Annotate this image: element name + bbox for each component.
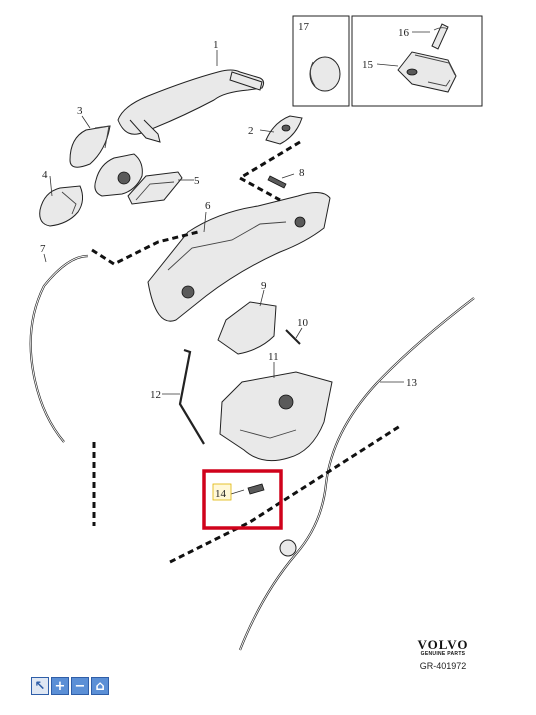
part-6-handle-carrier[interactable] bbox=[147, 192, 331, 322]
part-4-bezel[interactable] bbox=[39, 185, 84, 227]
callout-12: 12 bbox=[150, 389, 161, 401]
leader-lines bbox=[43, 31, 430, 495]
logo-sub: GENUINE PARTS bbox=[420, 651, 466, 657]
callout-8: 8 bbox=[299, 167, 305, 179]
diagram-code: GR-401972 bbox=[419, 661, 467, 671]
part-3-handle-cover[interactable] bbox=[69, 125, 111, 168]
callout-15: 15 bbox=[362, 59, 374, 71]
part-8-bolt[interactable] bbox=[267, 175, 287, 189]
callout-13: 13 bbox=[406, 377, 418, 389]
callout-14-box bbox=[212, 483, 232, 501]
volvo-genuine-parts-logo: VOLVO GENUINE PARTS GR-401972 bbox=[408, 637, 478, 671]
zoom-in-button[interactable]: + bbox=[51, 677, 69, 695]
callout-6: 6 bbox=[205, 200, 211, 212]
callout-5: 5 bbox=[194, 175, 200, 187]
callout-10: 10 bbox=[297, 317, 309, 329]
part-14-screw[interactable] bbox=[247, 483, 265, 495]
part-1-door-handle[interactable] bbox=[117, 69, 265, 143]
callout-3: 3 bbox=[77, 105, 83, 117]
logo-brand: VOLVO bbox=[417, 637, 469, 652]
callout-14: 14 bbox=[215, 488, 227, 500]
part-5-gasket[interactable] bbox=[127, 171, 183, 205]
inset-box-15-16 bbox=[351, 15, 483, 107]
part-17-cap[interactable] bbox=[309, 56, 341, 92]
part-16-screw[interactable] bbox=[431, 23, 449, 50]
callout-2: 2 bbox=[248, 125, 254, 137]
assembly-line bbox=[236, 140, 301, 202]
cursor-icon: ↖ bbox=[34, 678, 46, 694]
part-9-lock-cover[interactable] bbox=[217, 301, 277, 355]
callout-17: 17 bbox=[298, 21, 310, 33]
minus-icon: − bbox=[74, 678, 86, 694]
part-7-cable[interactable] bbox=[29, 254, 89, 443]
callout-1: 1 bbox=[213, 39, 219, 51]
diagram-toolbar: ↖ + − ⌂ bbox=[31, 677, 109, 695]
assembly-line bbox=[91, 230, 199, 266]
part-10-screw[interactable] bbox=[285, 329, 301, 345]
home-button[interactable]: ⌂ bbox=[91, 677, 109, 695]
part-lock-cylinder[interactable] bbox=[94, 153, 143, 197]
callout-9: 9 bbox=[261, 280, 267, 292]
part-13-cable[interactable] bbox=[238, 297, 475, 651]
zoom-out-button[interactable]: − bbox=[71, 677, 89, 695]
part-12-rod[interactable] bbox=[178, 348, 205, 445]
part-2-handle-bracket[interactable] bbox=[265, 115, 303, 145]
highlight-box-part-14 bbox=[202, 469, 283, 530]
inset-box-17 bbox=[292, 15, 350, 107]
callout-4: 4 bbox=[42, 169, 48, 181]
callout-11: 11 bbox=[268, 351, 279, 363]
home-icon: ⌂ bbox=[95, 678, 105, 694]
select-tool-button[interactable]: ↖ bbox=[31, 677, 49, 695]
callout-7: 7 bbox=[40, 243, 46, 255]
callout-16: 16 bbox=[398, 27, 410, 39]
part-11-door-lock[interactable] bbox=[219, 371, 333, 462]
plus-icon: + bbox=[54, 678, 66, 694]
part-15-bracket[interactable] bbox=[397, 51, 457, 93]
